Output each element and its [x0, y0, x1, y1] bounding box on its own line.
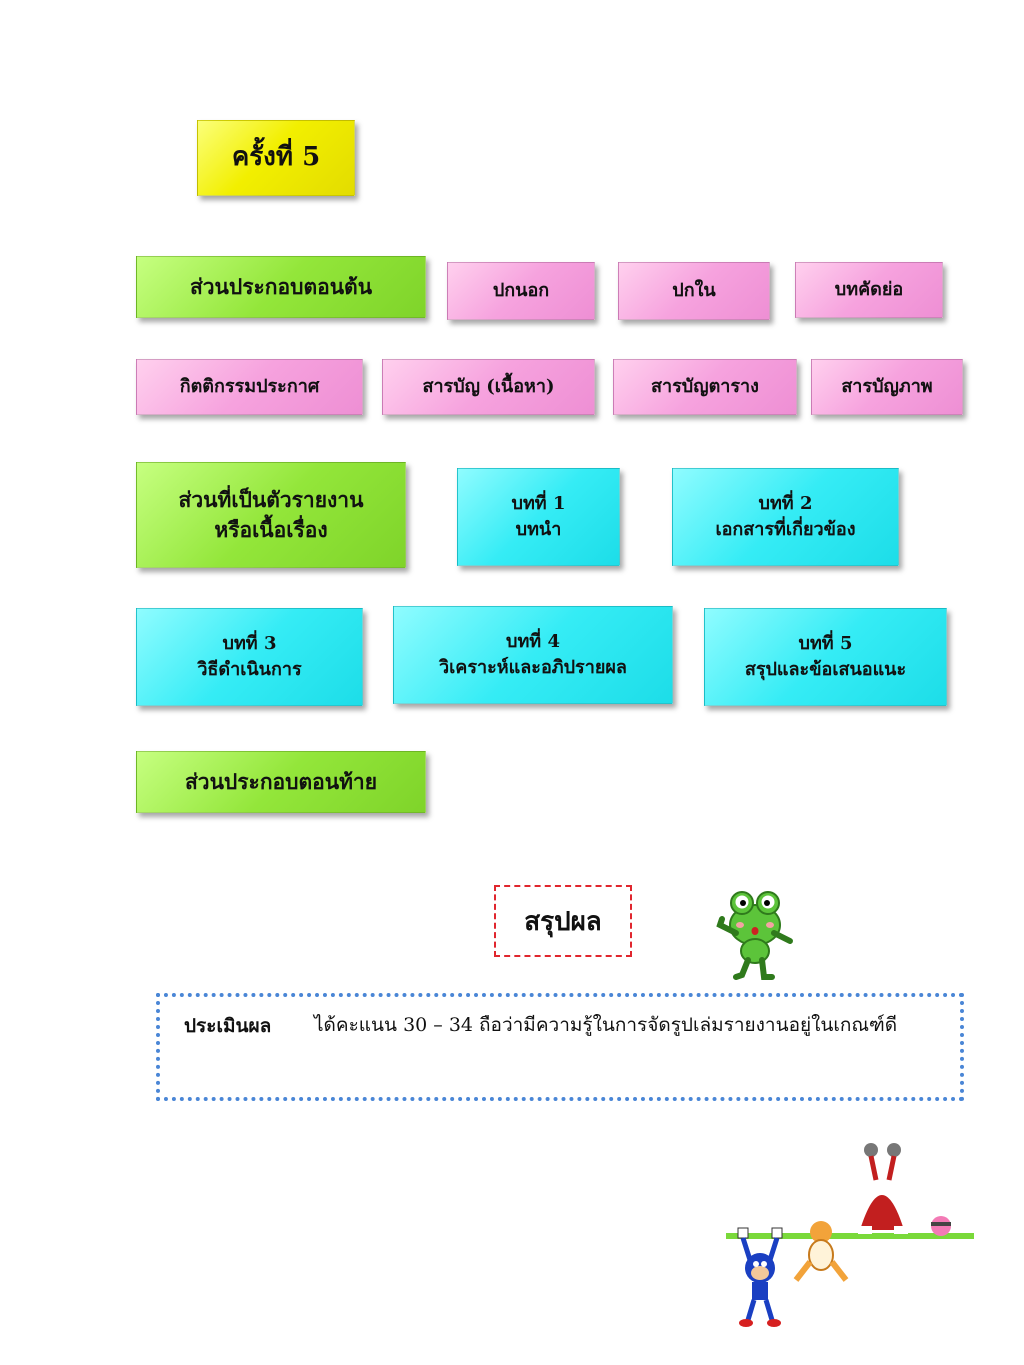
front-item-abstract: บทคัดย่อ: [795, 262, 943, 318]
chapter-5: บทที่ 5 สรุปและข้อเสนอแนะ: [704, 608, 947, 706]
frog-cartoon-icon: [716, 891, 793, 980]
session-label: ครั้งที่ 5: [197, 120, 355, 196]
hanging-characters-icon: [726, 1143, 974, 1327]
summary-title: สรุปผล: [494, 885, 632, 957]
evaluation-text: ได้คะแนน 30 – 34 ถือว่ามีความรู้ในการจัด…: [314, 1014, 898, 1036]
front-item-table-list: สารบัญตาราง: [613, 359, 797, 415]
body-section-heading: ส่วนที่เป็นตัวรายงาน หรือเนื้อเรื่อง: [136, 462, 406, 568]
back-section-heading: ส่วนประกอบตอนท้าย: [136, 751, 426, 813]
evaluation-box: ประเมินผล ได้คะแนน 30 – 34 ถือว่ามีความร…: [156, 993, 964, 1101]
front-item-acknowledgement: กิตติกรรมประกาศ: [136, 359, 363, 415]
chapter-4: บทที่ 4 วิเคราะห์และอภิปรายผล: [393, 606, 673, 704]
front-item-toc: สารบัญ (เนื้อหา): [382, 359, 595, 415]
chapter-2: บทที่ 2 เอกสารที่เกี่ยวข้อง: [672, 468, 899, 566]
chapter-3: บทที่ 3 วิธีดำเนินการ: [136, 608, 363, 706]
front-item-figure-list: สารบัญภาพ: [811, 359, 963, 415]
front-section-heading: ส่วนประกอบตอนต้น: [136, 256, 426, 318]
front-item-inner-cover: ปกใน: [618, 262, 770, 320]
chapter-1: บทที่ 1 บทนำ: [457, 468, 620, 566]
evaluation-label: ประเมินผล: [184, 1015, 272, 1037]
front-item-outer-cover: ปกนอก: [447, 262, 595, 320]
